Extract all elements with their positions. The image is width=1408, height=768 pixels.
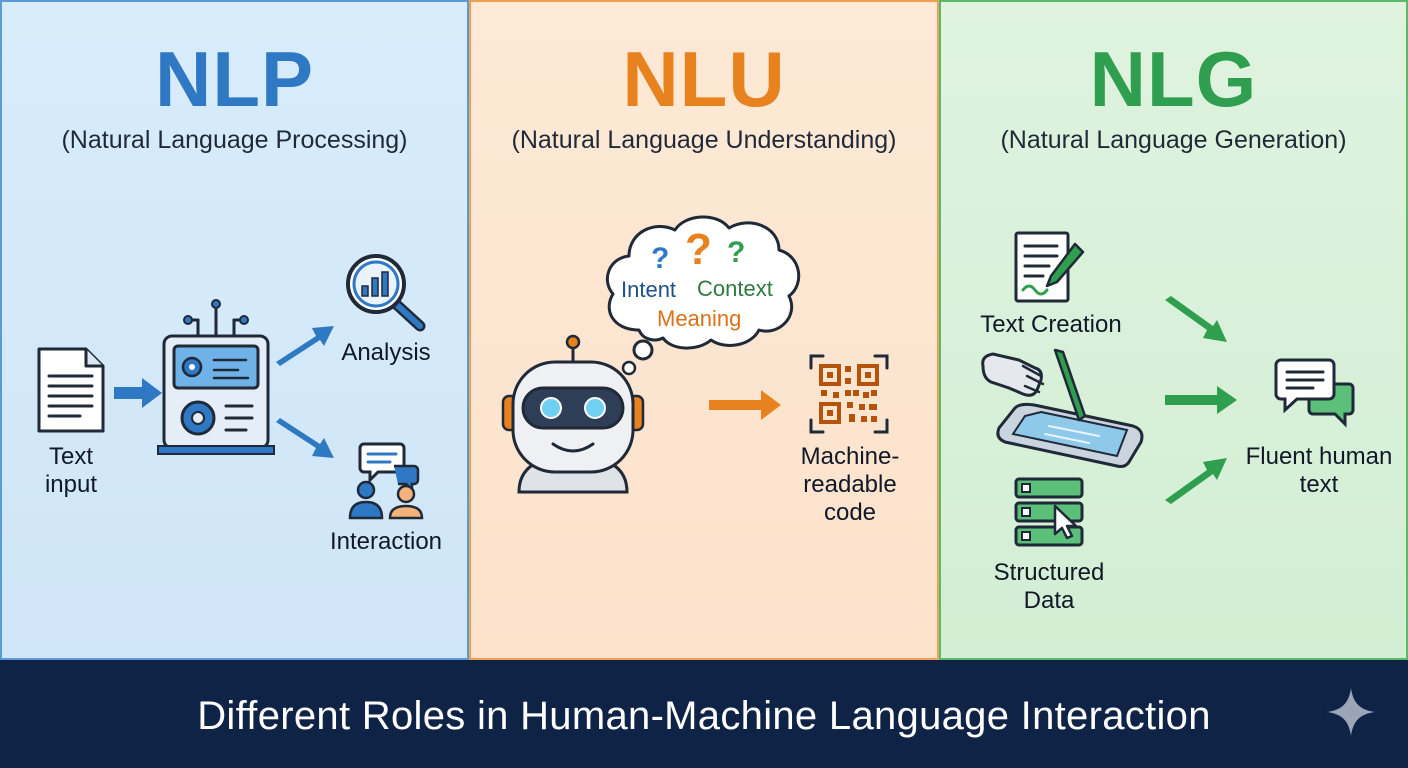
document-icon xyxy=(37,347,105,433)
interaction-label: Interaction xyxy=(329,528,443,555)
text-input-label: Text input xyxy=(44,443,98,498)
nlp-panel: NLP (Natural Language Processing) Text i… xyxy=(0,0,469,660)
footer-caption: Different Roles in Human-Machine Languag… xyxy=(197,694,1211,738)
question-mark-orange: ? xyxy=(685,225,712,274)
thought-bubble-icon xyxy=(606,215,801,376)
structured-data-label: Structured Data xyxy=(993,559,1105,614)
document-pen-icon xyxy=(1014,231,1085,303)
question-mark-blue: ? xyxy=(651,242,670,275)
qr-code-icon xyxy=(809,354,889,434)
bubble-word-meaning: Meaning xyxy=(657,306,742,331)
bubble-word-intent: Intent xyxy=(621,277,677,302)
machine-readable-code-label: Machine-readable code xyxy=(800,443,900,526)
question-mark-green: ? xyxy=(727,236,746,269)
analysis-label: Analysis xyxy=(341,339,431,366)
nlu-panel: NLU (Natural Language Understanding) ? ?… xyxy=(469,0,939,660)
fluent-human-text-label: Fluent human text xyxy=(1245,443,1393,498)
footer-banner: Different Roles in Human-Machine Languag… xyxy=(0,660,1408,768)
arrow-down-right-icon xyxy=(1165,296,1227,342)
robot-hand-tablet-icon xyxy=(981,348,1144,468)
arrow-down-right-icon xyxy=(276,418,334,458)
nlp-subtitle: (Natural Language Processing) xyxy=(61,126,408,154)
text-creation-label: Text Creation xyxy=(980,311,1122,338)
processor-icon xyxy=(157,299,275,455)
arrow-right-icon xyxy=(114,378,162,408)
nlg-panel: NLG (Natural Language Generation) Text C… xyxy=(939,0,1408,660)
sparkle-icon xyxy=(1327,688,1375,736)
arrow-right-icon xyxy=(709,390,781,420)
nlu-subtitle: (Natural Language Understanding) xyxy=(511,126,897,154)
nlp-title: NLP xyxy=(155,35,314,123)
structured-data-icon xyxy=(1014,477,1084,547)
bubble-word-context: Context xyxy=(697,276,773,301)
arrow-up-right-icon xyxy=(276,326,334,366)
chat-bubbles-icon xyxy=(1274,358,1355,428)
arrow-up-right-icon xyxy=(1165,458,1227,504)
robot-icon xyxy=(501,334,645,494)
nlg-subtitle: (Natural Language Generation) xyxy=(1000,126,1347,154)
arrow-right-icon xyxy=(1165,386,1237,414)
analysis-magnifier-icon xyxy=(346,254,426,332)
nlg-title: NLG xyxy=(1089,35,1258,123)
people-chat-icon xyxy=(348,442,424,520)
nlu-title: NLU xyxy=(622,35,786,123)
